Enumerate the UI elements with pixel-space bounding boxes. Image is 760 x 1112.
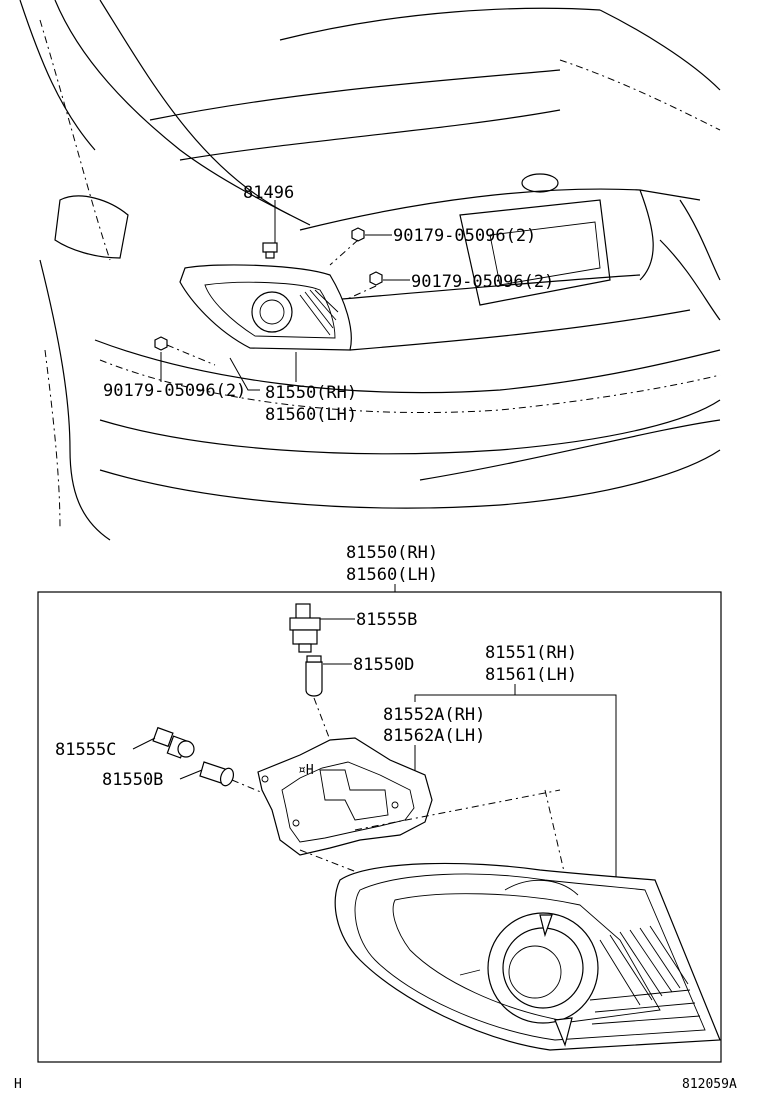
screw-icon [154, 227, 383, 351]
label-screw-left: 90179-05096(2) [103, 381, 246, 401]
box-label-rh: 81550(RH) [346, 543, 438, 563]
box-label-lh: 81560(LH) [346, 565, 438, 585]
bulb-81550d-icon [305, 655, 323, 697]
label-screw-top-1: 90179-05096(2) [393, 226, 536, 246]
label-lamp-rh: 81550(RH) [265, 383, 357, 403]
gasket-marking: ¤H [298, 763, 314, 778]
car-rear-illustration [19, 0, 721, 541]
label-socket-b: 81555B [356, 610, 417, 630]
clip-81496-icon [262, 242, 278, 259]
gasket-bracket: ¤H [257, 737, 433, 856]
label-lens-rh: 81551(RH) [485, 643, 577, 663]
label-lamp-lh: 81560(LH) [265, 405, 357, 425]
label-bulb-d: 81550D [353, 655, 414, 675]
figure-number: 812059A [682, 1077, 737, 1092]
label-socket-c: 81555C [55, 740, 116, 760]
label-lens-lh: 81561(LH) [485, 665, 577, 685]
label-screw-top-2: 90179-05096(2) [411, 272, 554, 292]
label-clip: 81496 [243, 183, 294, 203]
exploded-view-frame [37, 591, 722, 1063]
label-bulb-b: 81550B [102, 770, 163, 790]
socket-81555b-icon [289, 603, 321, 653]
tail-lamp-assembly [334, 862, 721, 1051]
label-gasket-lh: 81562A(LH) [383, 726, 485, 746]
bulb-81550b-icon [199, 761, 235, 787]
socket-81555c-icon [152, 726, 195, 759]
corner-mark: H [14, 1077, 22, 1092]
tail-lamp-installed [179, 264, 352, 351]
label-gasket-rh: 81552A(RH) [383, 705, 485, 725]
